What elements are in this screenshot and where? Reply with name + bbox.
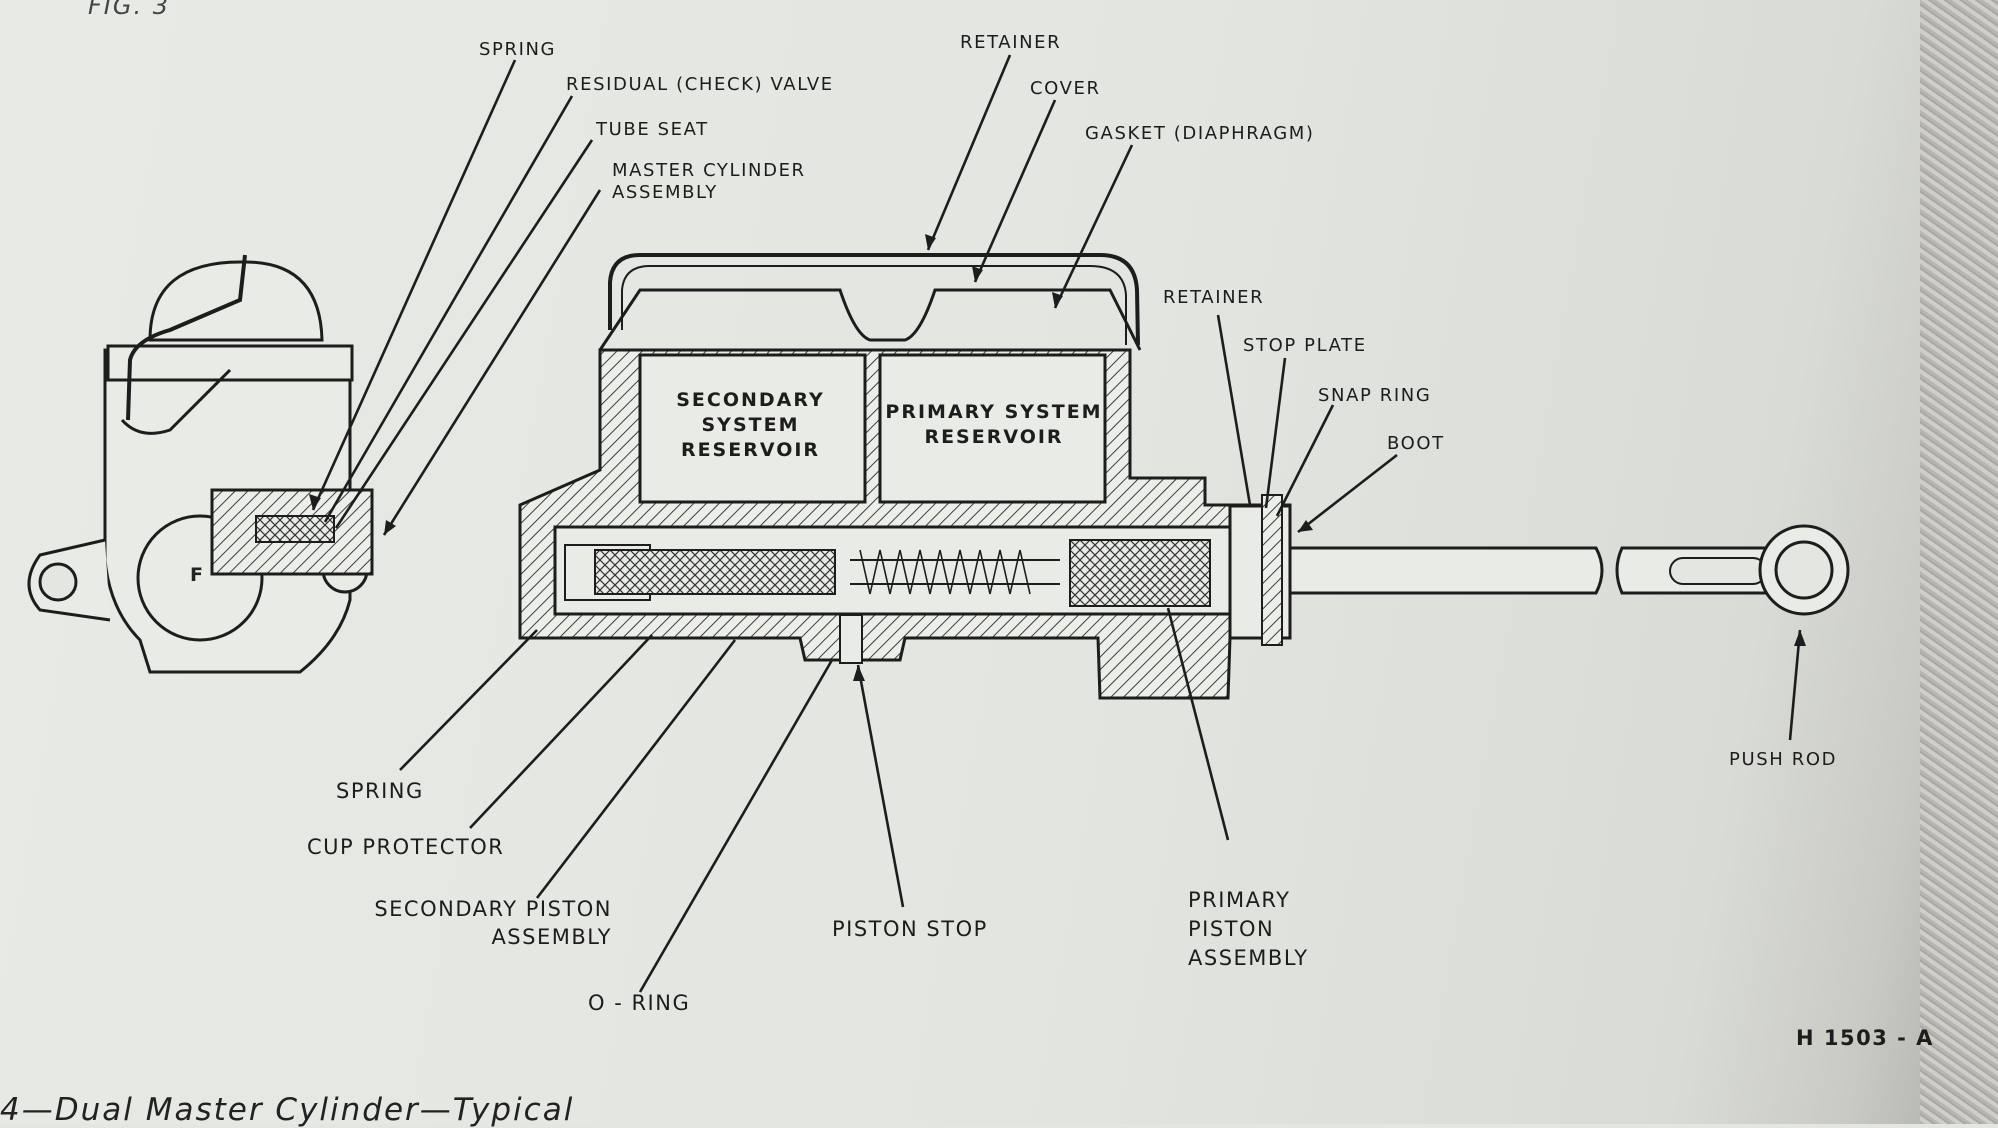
label-spring-bottom: SPRING — [336, 779, 424, 803]
primary-reservoir-line1: PRIMARY SYSTEM — [885, 401, 1103, 423]
arrow-heads — [309, 234, 1806, 681]
label-cup-protector: CUP PROTECTOR — [307, 835, 505, 859]
label-retainer-right: RETAINER — [1163, 287, 1265, 308]
label-piston-stop: PISTON STOP — [832, 917, 988, 941]
leader-lines — [311, 54, 1802, 993]
label-tube-seat: TUBE SEAT — [596, 119, 709, 140]
label-stop-plate: STOP PLATE — [1243, 335, 1367, 356]
push-rod — [1288, 524, 1850, 616]
label-boot: BOOT — [1387, 433, 1445, 454]
label-retainer-top: RETAINER — [960, 32, 1062, 53]
label-secondary-piston-line2: ASSEMBLY — [491, 925, 612, 949]
secondary-reservoir-label: SECONDARY SYSTEM RESERVOIR — [648, 388, 853, 463]
label-primary-piston-line3: ASSEMBLY — [1188, 946, 1309, 970]
label-primary-piston-line1: PRIMARY — [1188, 888, 1291, 912]
primary-reservoir-label: PRIMARY SYSTEM RESERVOIR — [878, 400, 1110, 450]
secondary-reservoir-line1: SECONDARY — [676, 389, 825, 411]
primary-reservoir-line2: RESERVOIR — [924, 426, 1064, 448]
secondary-piston — [594, 549, 836, 595]
cross-section — [518, 253, 1292, 700]
port-letter: F — [190, 564, 203, 586]
secondary-reservoir — [638, 353, 867, 504]
primary-piston — [1069, 539, 1211, 607]
primary-reservoir — [878, 353, 1107, 504]
background-carpet — [1920, 0, 1998, 1124]
figure-top-fragment: FIG. 3 — [88, 0, 171, 20]
label-snap-ring: SNAP RING — [1318, 385, 1432, 406]
label-mc-line2: ASSEMBLY — [612, 182, 718, 203]
label-spring-top: SPRING — [479, 39, 557, 60]
secondary-reservoir-line2: SYSTEM — [701, 414, 800, 436]
label-secondary-piston-line1: SECONDARY PISTON — [374, 897, 612, 921]
secondary-reservoir-line3: RESERVOIR — [680, 439, 821, 461]
label-residual-valve: RESIDUAL (CHECK) VALVE — [566, 74, 834, 95]
figure-caption: 4—Dual Master Cylinder—Typical — [0, 1092, 575, 1128]
label-mc-line1: MASTER CYLINDER — [612, 160, 806, 181]
figure-code: H 1503 - A — [1796, 1026, 1934, 1050]
label-cover: COVER — [1030, 78, 1101, 99]
label-push-rod: PUSH ROD — [1729, 749, 1838, 770]
label-primary-piston-line2: PISTON — [1188, 917, 1275, 941]
side-view — [27, 254, 374, 674]
label-gasket: GASKET (DIAPHRAGM) — [1085, 123, 1315, 144]
label-o-ring: O - RING — [588, 991, 691, 1015]
